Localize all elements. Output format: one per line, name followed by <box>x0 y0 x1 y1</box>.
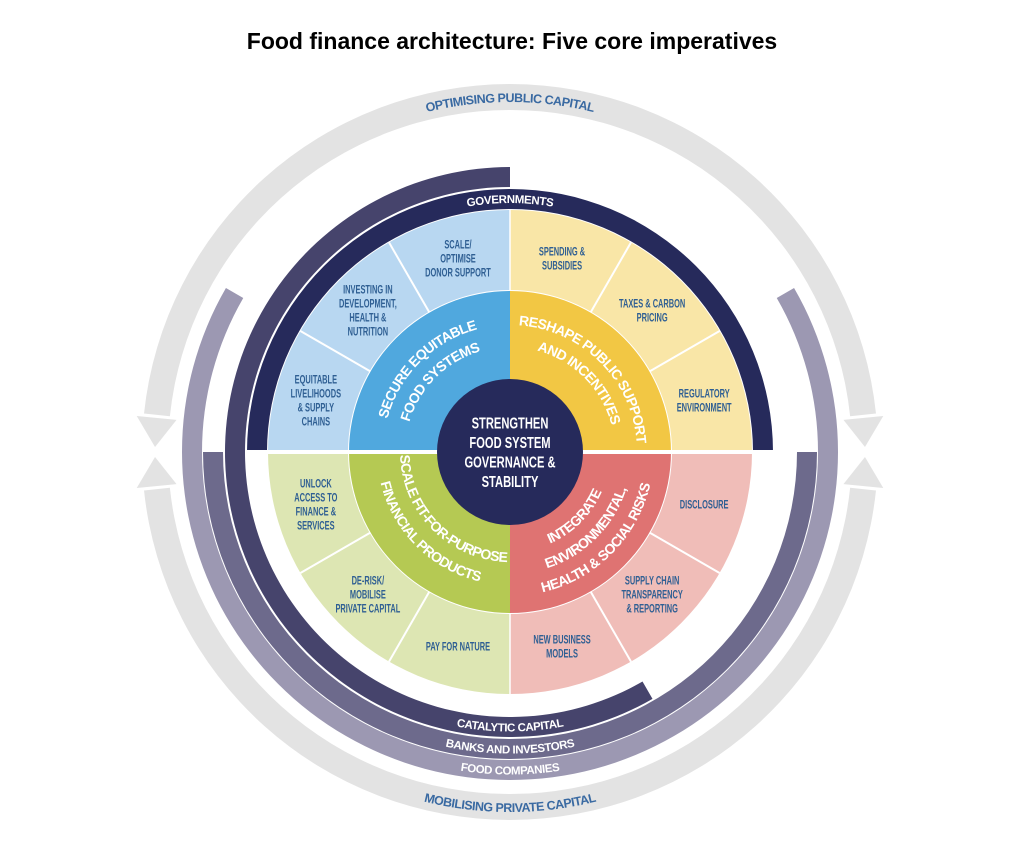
segment-divider <box>299 531 372 574</box>
catalytic-capital-label: CATALYTIC CAPITAL <box>456 717 565 734</box>
segment-label-line: PRIVATE CAPITAL <box>335 603 400 616</box>
arrowhead-down-right-icon <box>843 416 884 448</box>
outer-segments <box>268 210 752 694</box>
segment-integrate-risks-2: DISCLOSURE <box>680 499 729 512</box>
segment-label-line: DONOR SUPPORT <box>425 267 491 280</box>
segment-label-line: PAY FOR NATURE <box>426 641 490 654</box>
segment-label-line: HEALTH & <box>349 312 386 325</box>
center-label-line: STRENGTHEN <box>472 414 549 431</box>
segment-label-line: EQUITABLE <box>295 374 338 387</box>
segment-label-line: SUBSIDIES <box>542 260 582 273</box>
segment-label-line: DISCLOSURE <box>680 499 729 512</box>
segment-divider <box>299 330 372 373</box>
scale-fit-for-purpose-outer-ring <box>268 452 510 694</box>
segment-label-line: SERVICES <box>297 520 335 533</box>
segment-label-line: TRANSPARENCY <box>621 589 683 602</box>
segment-divider <box>648 330 721 373</box>
food-companies-label: FOOD COMPANIES <box>460 762 561 778</box>
segment-label-line: & SUPPLY <box>298 402 335 415</box>
segment-label-line: & REPORTING <box>626 603 678 616</box>
segment-label-line: MODELS <box>546 648 578 661</box>
segment-divider <box>589 590 632 663</box>
reshape-public-support-outer-ring <box>510 210 752 452</box>
center-label-line: GOVERNANCE & <box>464 453 555 470</box>
segment-label-line: SUPPLY CHAIN <box>625 575 679 588</box>
secure-equitable-outer-ring <box>268 210 510 452</box>
integrate-risks-inner-ring <box>510 452 671 613</box>
segment-label-line: OPTIMISE <box>440 253 476 266</box>
segment-label-line: CHAINS <box>302 416 331 429</box>
segment-label-line: SCALE/ <box>444 239 471 252</box>
segment-reshape-public-support-0: SPENDING &SUBSIDIES <box>539 246 585 273</box>
segment-label-line: LIVELIHOODS <box>291 388 342 401</box>
secure-equitable-inner-ring <box>349 291 510 452</box>
segment-scale-fit-for-purpose-2: PAY FOR NATURE <box>426 641 490 654</box>
segment-label-line: INVESTING IN <box>343 284 393 297</box>
arrowhead-up-right-icon <box>843 456 884 488</box>
segment-label-line: ACCESS TO <box>294 492 337 505</box>
integrate-risks-outer-ring <box>510 452 752 694</box>
center-label-line: STABILITY <box>482 473 539 490</box>
governments-label: GOVERNMENTS <box>466 194 555 210</box>
segment-label-line: NEW BUSINESS <box>533 634 591 647</box>
segment-divider <box>648 531 721 574</box>
segment-label-line: DEVELOPMENT, <box>339 298 397 311</box>
segment-label-line: MOBILISE <box>350 589 386 602</box>
segment-label-line: UNLOCK <box>300 478 332 491</box>
scale-fit-for-purpose-inner-ring <box>349 452 510 613</box>
center-circle <box>437 379 583 525</box>
segment-divider <box>388 241 431 314</box>
center-label-line: FOOD SYSTEM <box>469 434 550 451</box>
diagram-title: Food finance architecture: Five core imp… <box>246 28 778 54</box>
segment-label-line: ENVIRONMENT <box>677 402 732 415</box>
segment-label-line: SPENDING & <box>539 246 585 259</box>
arrowhead-up-left-icon <box>136 456 177 488</box>
core-imperatives <box>349 291 671 613</box>
segment-divider <box>589 241 632 314</box>
segment-label-line: NUTRITION <box>348 326 388 339</box>
segment-label-line: DE-RISK/ <box>352 575 385 588</box>
center-imperative: STRENGTHEN FOOD SYSTEM GOVERNANCE & STABILI… <box>437 379 583 525</box>
reshape-public-support-inner-ring <box>510 291 671 452</box>
segment-divider <box>388 590 431 663</box>
segment-label-line: REGULATORY <box>679 388 730 401</box>
capital-flow-arrows <box>136 84 884 820</box>
segment-label-line: PRICING <box>637 312 668 325</box>
segment-label-line: TAXES & CARBON <box>619 298 685 311</box>
arrowhead-down-left-icon <box>136 416 177 448</box>
segment-label-line: FINANCE & <box>296 506 336 519</box>
